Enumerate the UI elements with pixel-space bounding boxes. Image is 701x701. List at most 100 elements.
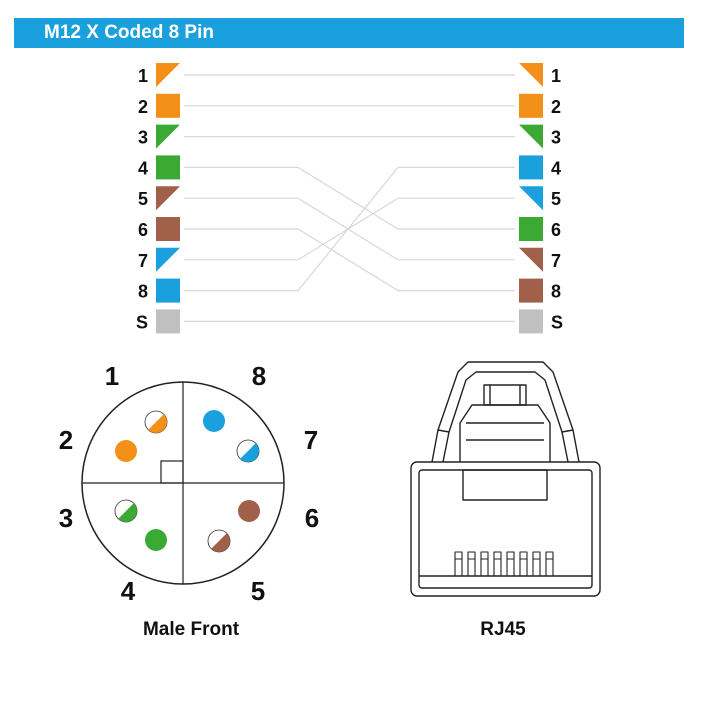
left-pin-7: 7 <box>138 247 180 272</box>
left-pin-S: S <box>136 309 180 334</box>
wire-8-to-4 <box>184 166 515 292</box>
rj45-contact-1 <box>454 551 463 577</box>
right-pin-2-swatch <box>519 93 543 118</box>
m12-pin-4 <box>145 529 167 551</box>
left-pin-1: 1 <box>138 63 180 87</box>
rj45-contact-6 <box>519 551 528 577</box>
left-pin-2-label: 2 <box>138 97 148 117</box>
m12-number-5: 5 <box>251 576 265 606</box>
left-pin-1-label: 1 <box>138 66 148 86</box>
m12-number-3: 3 <box>59 503 73 533</box>
m12-number-7: 7 <box>304 425 318 455</box>
left-pin-6: 6 <box>138 217 180 241</box>
right-pin-8: 8 <box>519 278 561 303</box>
right-pin-5: 5 <box>519 186 561 211</box>
right-pin-S-swatch <box>519 309 543 334</box>
wire-layer <box>184 74 515 322</box>
left-pin-6-swatch <box>156 217 180 241</box>
right-pin-2-label: 2 <box>551 97 561 117</box>
rj45-contact-8 <box>545 551 554 577</box>
right-pin-1-label: 1 <box>551 66 561 86</box>
m12-pin-8 <box>203 410 225 432</box>
rj45-housing-inner <box>418 469 593 589</box>
left-pin-8-swatch <box>156 278 180 303</box>
left-pin-column: 1 2 3 4 5 6 7 8S <box>136 63 180 334</box>
right-pin-3-label: 3 <box>551 128 561 148</box>
right-pin-4: 4 <box>519 155 561 180</box>
right-pin-4-swatch <box>519 155 543 180</box>
page-title: M12 X Coded 8 Pin <box>44 22 214 43</box>
right-pin-7: 7 <box>519 247 561 272</box>
m12-pin-2 <box>115 440 137 462</box>
right-pin-8-label: 8 <box>551 282 561 302</box>
right-pin-1-stripe <box>519 63 543 87</box>
left-pin-4: 4 <box>138 155 180 180</box>
m12-number-1: 1 <box>105 361 119 391</box>
right-pin-8-swatch <box>519 278 543 303</box>
right-pin-3-stripe <box>519 124 543 149</box>
right-pin-7-label: 7 <box>551 251 561 271</box>
left-pin-2-swatch <box>156 93 180 118</box>
right-pin-5-stripe <box>519 186 543 211</box>
rj45-contact-7 <box>532 551 541 577</box>
left-pin-8: 8 <box>138 278 180 303</box>
left-pin-4-swatch <box>156 155 180 180</box>
rj45-contact-2 <box>467 551 476 577</box>
title-bar: M12 X Coded 8 Pin <box>14 18 684 48</box>
m12-pin-7 <box>236 439 260 463</box>
left-pin-5-label: 5 <box>138 189 148 209</box>
m12-number-6: 6 <box>305 503 319 533</box>
m12-number-2: 2 <box>59 425 73 455</box>
rj45-upper-body <box>459 404 551 462</box>
m12-pin-6-fill <box>238 500 260 522</box>
left-pin-3: 3 <box>138 124 180 149</box>
left-pin-4-label: 4 <box>138 158 148 178</box>
right-pin-column: 1 2 3 4 5 6 7 8S <box>519 63 563 334</box>
right-pin-S-label: S <box>551 312 563 332</box>
rj45-contact-group <box>454 551 554 577</box>
wire-6-to-8 <box>184 228 515 292</box>
m12-pin-6 <box>238 500 260 522</box>
m12-pin-5 <box>207 529 231 553</box>
m12-number-8: 8 <box>252 361 266 391</box>
rj45-latch-tick-left <box>437 429 450 433</box>
rj45-latch-inner <box>442 371 569 463</box>
rj45-contact-4 <box>493 551 502 577</box>
left-pin-1-stripe <box>156 63 180 87</box>
left-pin-S-label: S <box>136 312 148 332</box>
left-pin-6-label: 6 <box>138 220 148 240</box>
left-pin-7-stripe <box>156 247 180 272</box>
right-pin-4-label: 4 <box>551 158 561 178</box>
rj45-contact-3 <box>480 551 489 577</box>
left-pin-7-label: 7 <box>138 251 148 271</box>
left-pin-5: 5 <box>138 186 180 211</box>
rj45-housing <box>410 461 601 597</box>
right-pin-5-label: 5 <box>551 189 561 209</box>
m12-pin-1-stripe <box>148 414 167 433</box>
m12-pin-group <box>114 410 260 553</box>
m12-caption: Male Front <box>143 619 240 640</box>
m12-pin-7-stripe <box>240 443 259 462</box>
left-pin-2: 2 <box>138 93 180 118</box>
m12-pin-1 <box>144 410 168 434</box>
m12-pin-2-fill <box>115 440 137 462</box>
right-pin-6-swatch <box>519 217 543 241</box>
rj45-contact-5 <box>506 551 515 577</box>
m12-pin-3 <box>114 499 138 523</box>
rj45-plug: RJ45 <box>410 361 601 640</box>
right-pin-6-label: 6 <box>551 220 561 240</box>
right-pin-3: 3 <box>519 124 561 149</box>
right-pin-S: S <box>519 309 563 334</box>
left-pin-3-stripe <box>156 124 180 149</box>
left-pin-3-label: 3 <box>138 128 148 148</box>
rj45-latch-outer <box>431 361 580 463</box>
m12-pin-3-stripe <box>118 503 137 522</box>
left-pin-8-label: 8 <box>138 282 148 302</box>
rj45-latch-tick-right <box>561 429 574 433</box>
right-pin-7-stripe <box>519 247 543 272</box>
left-pin-5-stripe <box>156 186 180 211</box>
m12-pin-5-stripe <box>211 533 230 552</box>
